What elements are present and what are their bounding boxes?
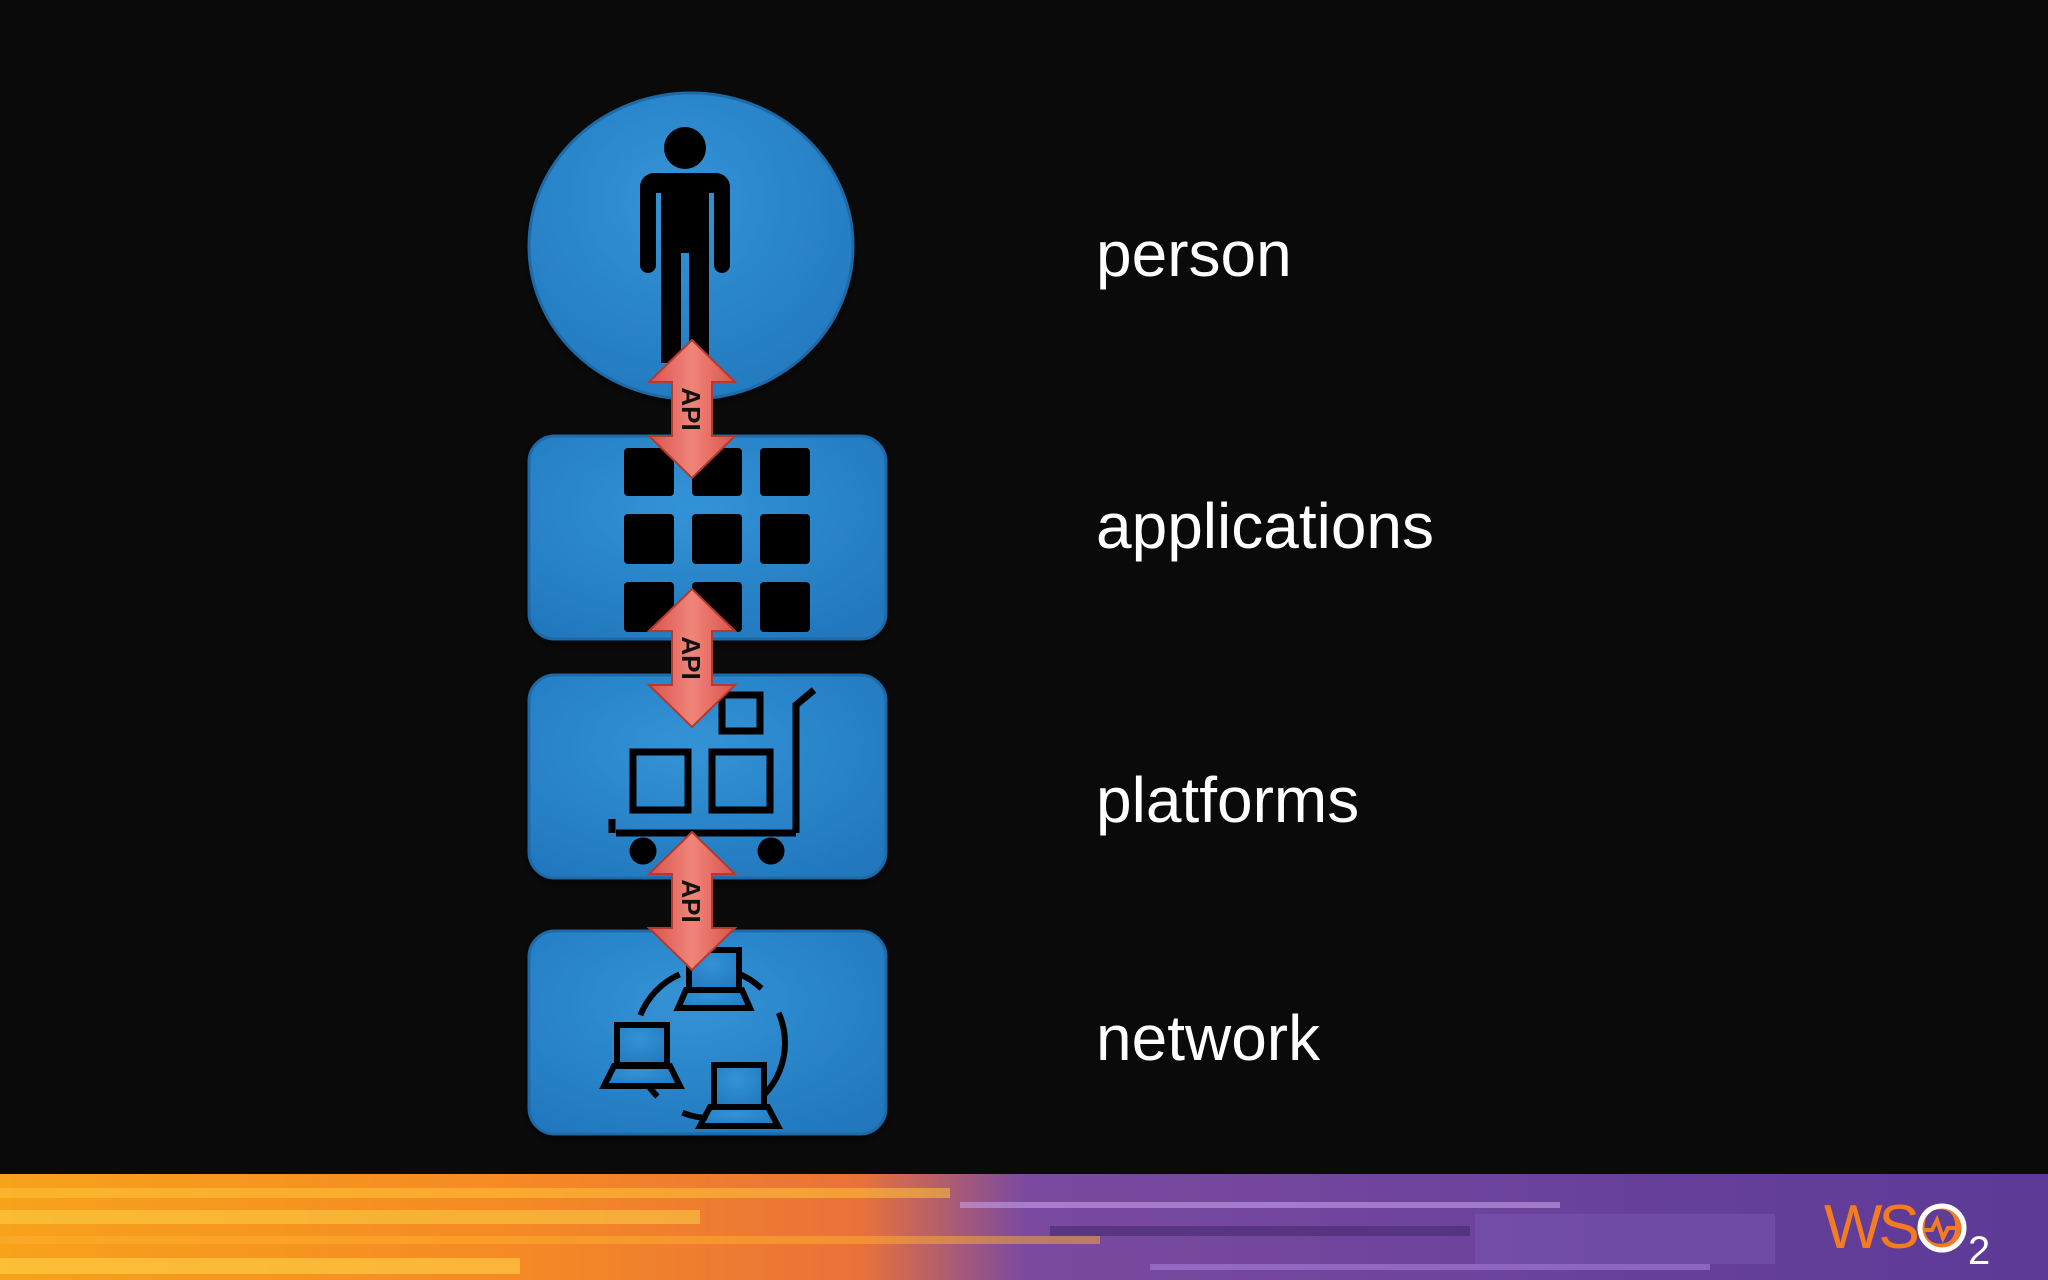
api-label-2: API [676, 636, 706, 679]
api-label-3: API [676, 879, 706, 922]
network-node [527, 929, 888, 1136]
person-node [527, 91, 855, 401]
logo-sub: 2 [1968, 1229, 1990, 1270]
api-label-1: API [676, 387, 706, 430]
footer-brand-bar [0, 1174, 2048, 1280]
cart-boxes-icon [608, 687, 817, 865]
wso2-logo: WSO 2 [1824, 1193, 1990, 1270]
layer-label-platforms: platforms [1096, 764, 1360, 836]
heartbeat-icon [1917, 1203, 1967, 1253]
app-grid-icon [624, 448, 810, 632]
api-connector-3: API [646, 830, 738, 972]
api-connector-1: API [646, 338, 738, 480]
layer-label-applications: applications [1096, 490, 1434, 562]
network-laptops-icon [599, 947, 788, 1129]
person-icon [640, 127, 730, 363]
layer-label-network: network [1096, 1002, 1321, 1074]
platforms-node [527, 673, 888, 880]
api-connector-2: API [646, 587, 738, 729]
layer-label-person: person [1096, 218, 1292, 290]
